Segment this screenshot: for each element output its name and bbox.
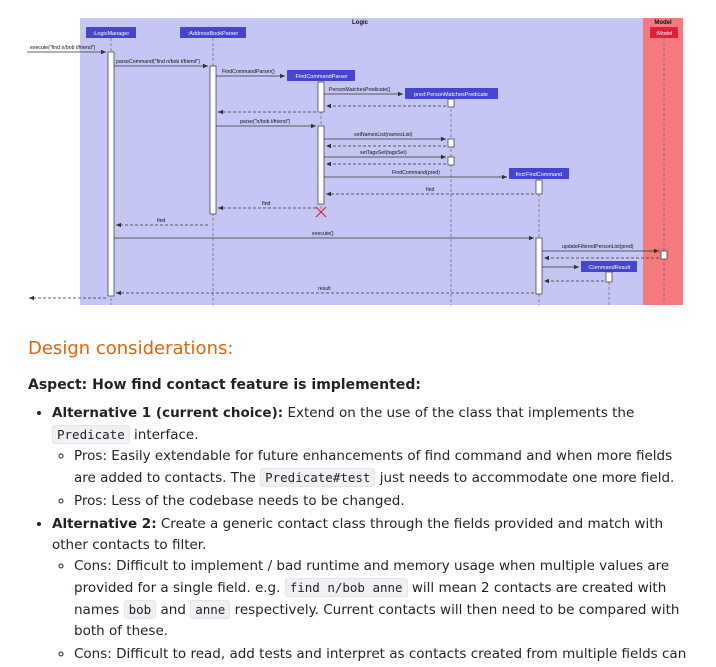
con-1-text-b: will mean 2 contacts are created with na…: [74, 580, 667, 618]
sequence-diagram: Logic Model :LogicManager :AddressBookPa…: [27, 18, 683, 305]
participant-predicate-label: pred:PersonMatchesPredicate: [414, 92, 488, 98]
msg-set-tags-label: setTagsSet(tagsSet): [360, 150, 407, 156]
alternative-1-text: Extend on the use of the class that impl…: [283, 405, 635, 421]
msg-return-find-3-label: find: [157, 218, 165, 224]
alternative-1-label: Alternative 1 (current choice):: [52, 405, 284, 421]
activation-fcp-parse: [317, 125, 325, 205]
logic-frame-label: Logic: [352, 20, 369, 26]
participant-model: [650, 27, 678, 38]
model-frame: [643, 18, 683, 305]
participant-command-result-label: :CommandResult: [588, 265, 631, 271]
pro-1-code: Predicate#test: [260, 468, 376, 487]
msg-result-label: result: [318, 286, 331, 292]
activation-predicate-set-names: [447, 138, 455, 148]
alternative-1-code: Predicate: [52, 425, 130, 444]
msg-set-names-label: setNamesList(namesList): [354, 132, 413, 138]
con-1-text: Cons: Difficult to implement / bad runti…: [74, 558, 670, 596]
section-heading: Design considerations:: [28, 338, 234, 359]
pro-1-text: Pros: Easily extendable for future enhan…: [74, 448, 673, 486]
alternative-2-text: Create a generic contact class through t…: [52, 516, 664, 553]
con-1-code-3: anne: [190, 600, 231, 619]
activation-address-book-parser: [209, 65, 217, 215]
msg-return-find-2-label: find: [262, 201, 270, 207]
participant-find-command-label: find:FindCommand: [516, 172, 562, 178]
alternative-1-pro-1: Pros: Easily extendable for future enhan…: [74, 446, 698, 489]
activation-logic-manager: [107, 51, 115, 297]
activation-predicate-set-tags: [447, 156, 455, 166]
alternative-1-points: Pros: Easily extendable for future enhan…: [52, 446, 698, 512]
msg-execute-call-label: execute("find n/bob t/friend"): [30, 45, 96, 51]
alternative-2-con-2: Cons: Difficult to read, add tests and i…: [74, 644, 698, 665]
alternative-1-text-end: interface.: [129, 427, 199, 443]
participant-command-result: [581, 261, 637, 272]
alternative-2: Alternative 2: Create a generic contact …: [52, 514, 698, 665]
pro-1-text-end: just needs to accommodate one more field…: [375, 470, 675, 486]
alternative-2-label: Alternative 2:: [52, 516, 157, 532]
participant-find-command-parser: [287, 70, 355, 81]
aspect-heading: Aspect: How find contact feature is impl…: [28, 377, 421, 393]
participant-address-book-parser: [180, 27, 246, 38]
activation-model: [660, 250, 668, 260]
participant-logic-manager-label: :LogicManager: [93, 31, 130, 37]
model-frame-label: Model: [654, 20, 672, 26]
participant-predicate: [405, 88, 498, 99]
msg-predicate-constructor-label: PersonMatchesPredicate(): [329, 87, 391, 93]
msg-fcp-constructor-label: FindCommandParser(): [222, 69, 275, 75]
alternative-2-con-1: Cons: Difficult to implement / bad runti…: [74, 556, 698, 642]
activation-predicate-constructor: [447, 98, 455, 108]
participant-find-command: [509, 168, 569, 179]
participant-model-label: :Model: [656, 31, 673, 37]
con-1-text-c: and: [156, 602, 191, 618]
destroy-marker: [315, 206, 327, 218]
con-1-code-2: bob: [123, 600, 157, 619]
con-1-code-1: find n/bob anne: [284, 578, 408, 597]
alternatives-list: Alternative 1 (current choice): Extend o…: [28, 403, 698, 665]
design-considerations-section: Design considerations: Aspect: How find …: [28, 338, 698, 667]
msg-find-command-constructor-label: FindCommand(pred): [392, 170, 440, 176]
msg-return-find-1-label: find: [426, 187, 434, 193]
msg-update-filtered-label: updateFilteredPersonList(pred): [562, 244, 634, 250]
msg-parse-command-label: parseCommand("find n/bob t/friend"): [116, 59, 200, 65]
participant-address-book-parser-label: :AddressBookParser: [188, 31, 239, 37]
alternative-1: Alternative 1 (current choice): Extend o…: [52, 403, 698, 512]
alternative-2-points: Cons: Difficult to implement / bad runti…: [52, 556, 698, 665]
participant-logic-manager: [86, 27, 136, 38]
msg-execute-label: execute(): [312, 231, 334, 237]
alternative-1-pro-2: Pros: Less of the codebase needs to be c…: [74, 491, 698, 512]
activation-command-result: [605, 271, 613, 283]
activation-find-command-execute: [535, 237, 543, 295]
participant-find-command-parser-label: :FindCommandParser: [294, 74, 348, 80]
activation-fcp-constructor: [317, 81, 325, 113]
msg-parse-label: parse("n/bob t/friend"): [240, 119, 291, 125]
activation-find-command-constructor: [535, 179, 543, 195]
